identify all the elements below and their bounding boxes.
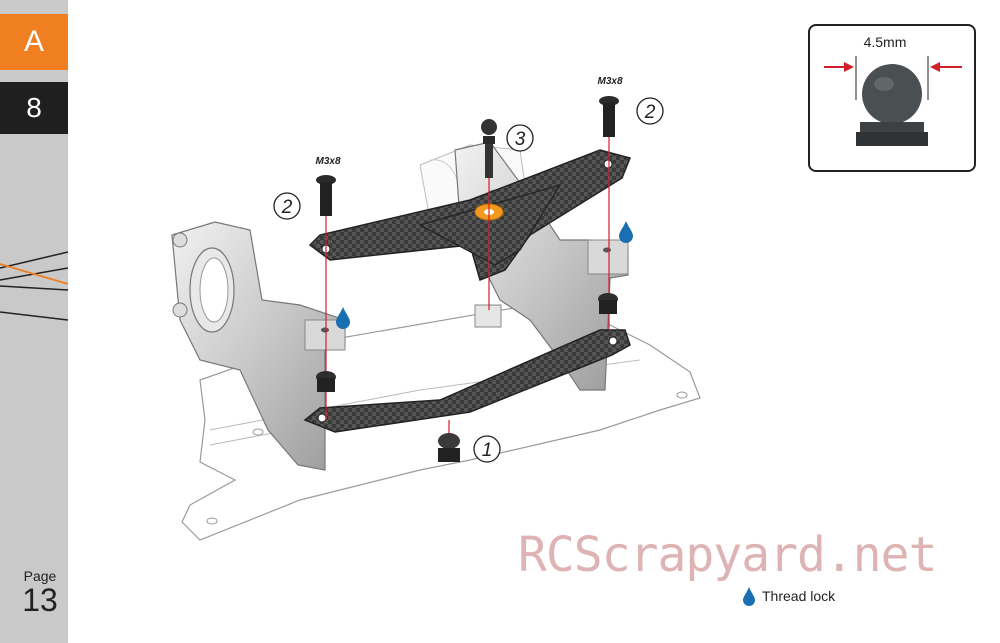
dimension-arrow-right <box>930 62 962 72</box>
screw-right <box>599 96 619 137</box>
section-badge-bg <box>0 14 68 70</box>
step-number: 8 <box>26 92 42 123</box>
step-2-left-circle <box>273 192 301 220</box>
ball-detail <box>856 64 928 146</box>
step-2-right-circle <box>636 97 664 125</box>
step-1-circle <box>473 435 501 463</box>
lower-carbon-link <box>303 329 631 433</box>
ball-size-inset: 4.5mm <box>808 24 976 172</box>
step-1-number: 1 <box>482 440 493 461</box>
step-2-left-number: 2 <box>281 197 293 218</box>
sidebar-decorative-lines <box>0 251 68 321</box>
ball-dimension-label: 4.5mm <box>863 34 907 50</box>
watermark: RCScrapyard.net <box>518 527 937 583</box>
screw-left-spec: M3x8 <box>315 156 340 167</box>
center-spacer <box>474 304 502 328</box>
inset-graphics <box>824 56 962 146</box>
screw-left <box>316 175 336 216</box>
section-letter: A <box>23 25 44 58</box>
step-badge-bg <box>0 82 68 134</box>
ball-end <box>438 433 460 462</box>
thread-lock-legend: Thread lock <box>742 586 835 606</box>
thread-lock-label: Thread lock <box>762 588 836 604</box>
ball-stand-left <box>316 371 336 392</box>
dimension-arrow-left <box>824 62 854 72</box>
screw-right-spec: M3x8 <box>597 76 622 87</box>
thread-lock-drop-left <box>336 307 350 329</box>
page-number: 13 <box>22 582 58 618</box>
ball-stud <box>481 119 497 178</box>
step-2-right-number: 2 <box>644 102 656 123</box>
sidebar: A 8 <box>0 0 68 643</box>
thread-lock-icon <box>743 587 755 606</box>
page-label: Page <box>23 568 57 584</box>
step-3-circle <box>506 124 534 152</box>
thread-lock-drop-right <box>619 221 633 243</box>
ball-stand-right <box>598 293 618 314</box>
step-3-number: 3 <box>515 129 526 150</box>
sidebar-graphics <box>0 14 68 321</box>
